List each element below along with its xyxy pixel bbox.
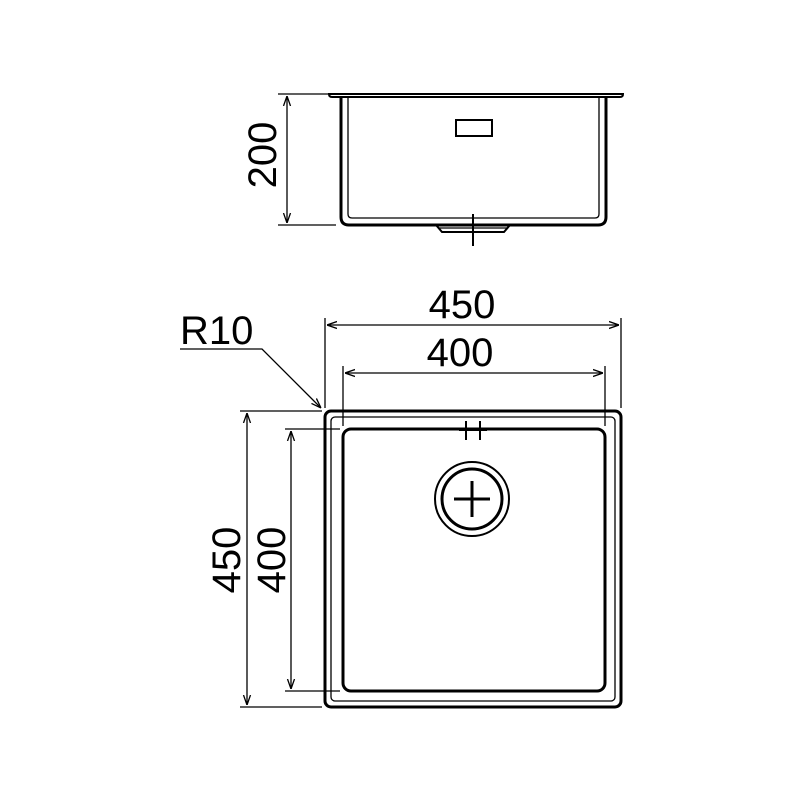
- top-view: 450 400 450 400 R10: [180, 283, 623, 709]
- drain-outer-ring: [434, 461, 510, 537]
- inner-height-label: 400: [250, 527, 294, 594]
- outer-height-label: 450: [205, 527, 249, 594]
- overflow-slot: [455, 119, 493, 137]
- drain-inner-ring: [440, 467, 504, 531]
- side-height-label: 200: [241, 122, 285, 189]
- corner-radius-label: R10: [180, 309, 253, 353]
- side-view: 200: [241, 93, 625, 246]
- side-view-basin-inner: [347, 97, 600, 219]
- outer-width-label: 450: [429, 283, 496, 327]
- inner-width-label: 400: [427, 331, 494, 375]
- top-view-outer-rim: [323, 409, 623, 709]
- corner-radius-leader: [180, 348, 321, 408]
- side-view-basin-outer: [339, 97, 608, 227]
- top-view-inner-rim: [330, 416, 616, 702]
- side-view-rim: [327, 93, 625, 98]
